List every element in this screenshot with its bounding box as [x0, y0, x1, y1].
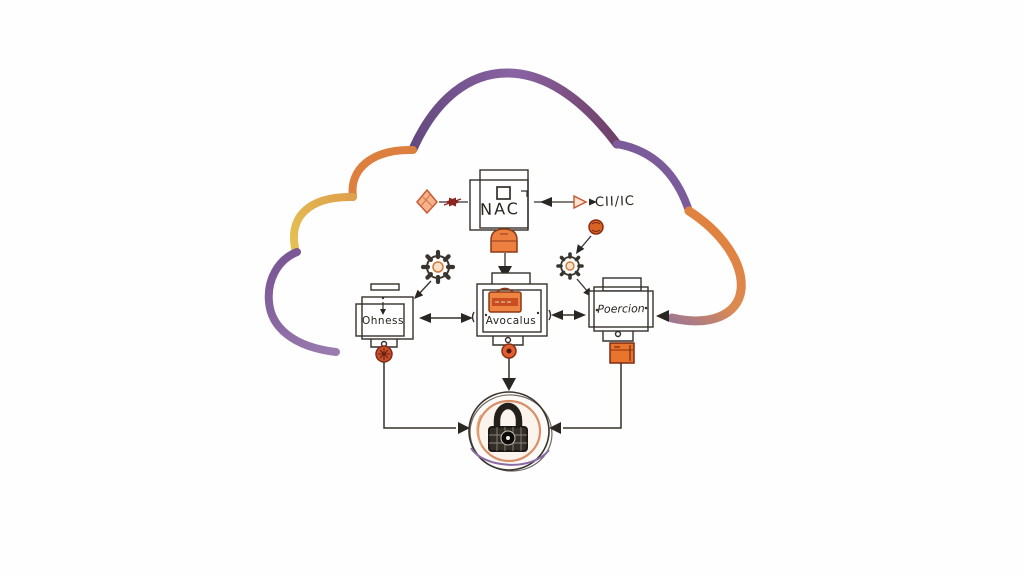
- nac-ci-connector: [534, 194, 597, 210]
- ci-label: CII/IC: [594, 193, 636, 211]
- arrowhead-left-into-lock: [458, 422, 470, 434]
- poercion-label: Poercion: [597, 302, 645, 316]
- poercion-box-outer: [588, 290, 654, 328]
- monitor-icon: [496, 186, 511, 200]
- gear-left-arrow: [414, 280, 432, 299]
- cloud-arc-left-yellow: [290, 192, 357, 256]
- avocalus-right-mark: [548, 309, 552, 321]
- coin-icon: [501, 343, 517, 359]
- ohness-avocalus-arrow: [419, 313, 473, 323]
- avocalus-tab-circle: [504, 336, 512, 344]
- arrowhead-small-right: [589, 198, 597, 206]
- ohness-label: Ohness: [362, 315, 404, 327]
- briefcase-icon: [490, 228, 518, 253]
- avocalus-box-inner: [482, 289, 542, 333]
- cloud-arc-upper-left: [348, 145, 417, 201]
- toolbox-icon: [488, 287, 522, 313]
- poercion-dot-right: [644, 306, 648, 310]
- node-to-gear-arrow: [576, 235, 592, 254]
- avocalus-poercion-arrow: [551, 310, 586, 320]
- arrowhead-top-into-lock: [502, 378, 516, 391]
- poercion-dot-left: [595, 308, 599, 312]
- poercion-tab-circle: [614, 330, 622, 338]
- gear-right-icon: [556, 252, 584, 280]
- ohness-to-lock-connector: [383, 362, 470, 434]
- cloud-arc-top: [408, 68, 622, 154]
- avocalus-label: Avocalus: [485, 315, 537, 327]
- ohness-top-bar: [370, 283, 400, 291]
- gear-left-icon: [420, 249, 456, 285]
- poercion-box: [588, 277, 654, 342]
- cloud-arc-right-hook: [667, 206, 746, 326]
- ohness-info-arrow: [380, 309, 386, 315]
- arrowhead-into-nac: [540, 197, 552, 207]
- avocalus-to-lock-connector: [502, 358, 516, 391]
- cube-icon: [609, 342, 635, 364]
- arrowhead-orange-open: [573, 194, 588, 210]
- ohness-info-dot: [381, 296, 385, 300]
- poercion-box-inner: [593, 286, 649, 332]
- avocalus-dot-left: [484, 313, 488, 317]
- cloud-arc-lower-left: [264, 248, 340, 356]
- nac-label: NAC: [479, 198, 521, 220]
- arrowhead-right-into-lock: [549, 422, 561, 434]
- arrowhead-cloud-into-poercion: [656, 310, 669, 322]
- poercion-top-tab: [602, 277, 642, 292]
- diamond-icon: [416, 188, 438, 215]
- nac-box-inner: [479, 169, 529, 229]
- poercion-to-lock-connector: [549, 363, 622, 434]
- avocalus-top-tab: [491, 272, 531, 286]
- medal-icon: [375, 345, 393, 363]
- node-dot-icon: [588, 219, 604, 235]
- avocalus-left-mark: [471, 311, 475, 323]
- ohness-box-inner: [355, 303, 405, 337]
- lock-circle-purple-arc: [470, 447, 550, 466]
- red-double-arrow: [443, 197, 462, 207]
- nac-corner-mark: [521, 190, 528, 197]
- cloud-outline: [264, 68, 746, 356]
- padlock-icon: [488, 402, 528, 452]
- cloud-arc-right-purple: [613, 140, 693, 215]
- avocalus-dot-right: [536, 311, 540, 315]
- poercion-bottom-tab: [602, 331, 634, 342]
